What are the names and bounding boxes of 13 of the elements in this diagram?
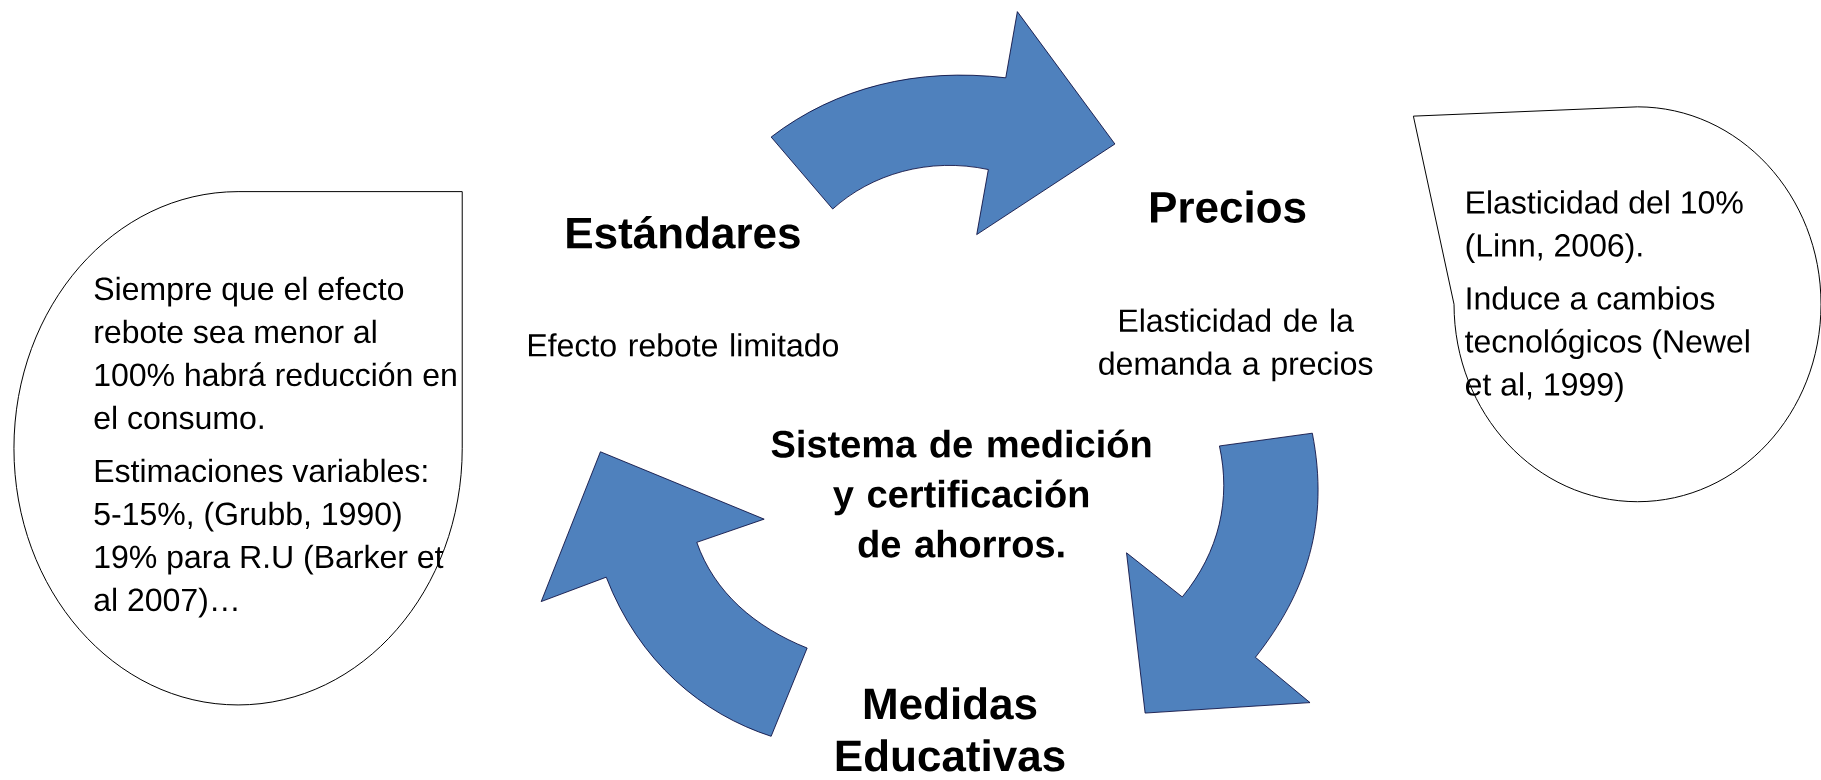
curved-arrow [770, 11, 1116, 235]
note-text: Efecto rebote limitado [529, 332, 838, 357]
step-label: Sistema de medición y certificación de ahorros. [771, 429, 1151, 558]
note-text: Elasticidad del 10% (Linn, 2006). [1466, 190, 1743, 263]
note-text: Siempre que el efecto rebote sea menor al 100% habrá reducción en el consumo. [94, 276, 456, 429]
curved-arrow [540, 451, 808, 737]
note-text: Elasticidad de la demanda a precios [1099, 308, 1373, 382]
step-label: Precios [1151, 190, 1306, 223]
note-text: Induce a cambios tecnológicos (Newel et al, 1999) [1465, 286, 1749, 402]
callout-bubble [1412, 106, 1821, 502]
step-label: Medidas Educativas [836, 686, 1065, 772]
callout-bubble [13, 190, 463, 706]
step-label: Estándares [567, 215, 800, 249]
